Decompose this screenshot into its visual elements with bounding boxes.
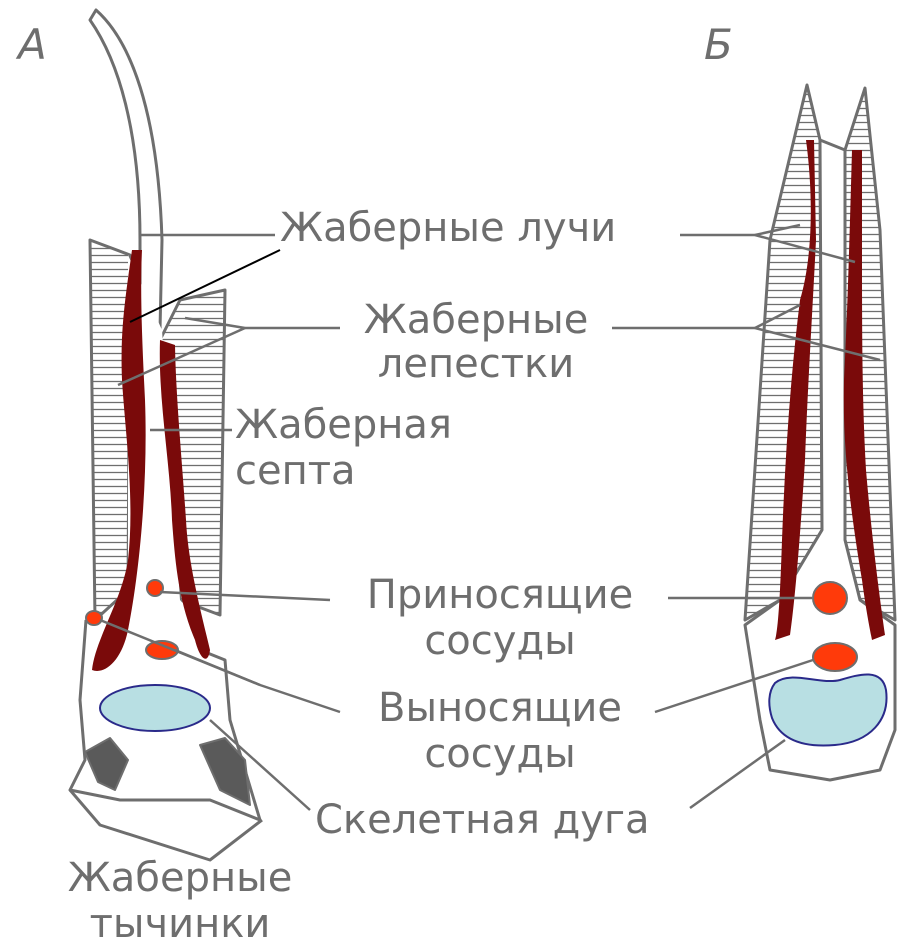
label-gill-rakers: Жаберные тычинки — [40, 858, 320, 944]
panel-b-efferent-vessel — [813, 643, 857, 671]
label-gill-septum-line-2: септа — [235, 451, 452, 491]
label-gill-rakers-line-2: тычинки — [40, 904, 320, 944]
label-efferent-vessels-line-1: Выносящие — [340, 688, 660, 728]
label-skeletal-arch: Скелетная дуга — [315, 800, 649, 840]
label-afferent-vessels-line-2: сосуды — [330, 621, 670, 661]
panel-a-afferent-vessel-1 — [147, 580, 163, 596]
panel-b-letter: Б — [704, 24, 733, 66]
label-gill-septum: Жаберная септа — [235, 405, 452, 491]
label-gill-filaments: Жаберные лепестки — [340, 300, 612, 384]
panel-b-afferent-vessel — [813, 582, 847, 614]
panel-a-afferent-vessel-2 — [86, 611, 102, 625]
panel-a-gill-filament-left — [90, 240, 130, 620]
label-efferent-vessels-line-2: сосуды — [340, 734, 660, 774]
label-gill-rays: Жаберные лучи — [280, 208, 616, 248]
label-gill-rakers-line-1: Жаберные — [40, 858, 320, 898]
panel-a-cartilage — [100, 685, 210, 731]
leader-skeletal-arch-b — [690, 740, 785, 808]
panel-a-diagram — [70, 10, 262, 860]
label-afferent-vessels: Приносящие сосуды — [330, 575, 670, 661]
label-afferent-vessels-line-1: Приносящие — [330, 575, 670, 615]
label-gill-filaments-line-2: лепестки — [340, 344, 612, 384]
label-efferent-vessels: Выносящие сосуды — [340, 688, 660, 774]
panel-a-letter: А — [18, 24, 47, 66]
panel-a-gill-raker-left — [85, 738, 128, 790]
label-gill-filaments-line-1: Жаберные — [340, 300, 612, 340]
label-gill-septum-line-1: Жаберная — [235, 405, 452, 445]
